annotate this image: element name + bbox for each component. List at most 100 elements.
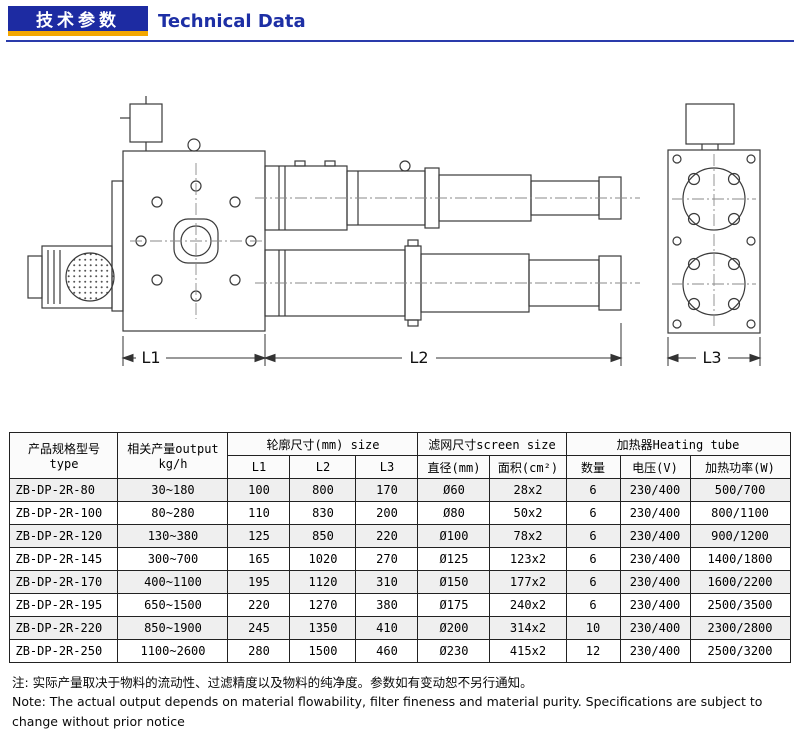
cell-l1: 245 [227, 616, 291, 640]
table-header: 产品规格型号 type 相关产量output kg/h 轮廓尺寸(mm) siz… [9, 432, 791, 479]
cell-type: ZB-DP-2R-195 [9, 593, 119, 617]
cell-diameter: Ø80 [417, 501, 491, 525]
cell-l3: 460 [355, 639, 419, 663]
cell-diameter: Ø125 [417, 547, 491, 571]
cell-area: 50x2 [489, 501, 567, 525]
cell-l1: 125 [227, 524, 291, 548]
cell-qty: 6 [565, 570, 621, 594]
col-header-output-unit: kg/h [158, 457, 188, 471]
cell-voltage: 230/400 [619, 501, 691, 525]
cell-area: 78x2 [489, 524, 567, 548]
cell-voltage: 230/400 [619, 547, 691, 571]
cell-qty: 6 [565, 501, 621, 525]
col-header-type-cn: 产品规格型号 [27, 442, 100, 456]
cell-power: 1600/2200 [689, 570, 791, 594]
dimension-lines [121, 323, 762, 366]
cell-l2: 800 [289, 478, 357, 502]
technical-drawing: L1 L2 L3 [0, 48, 800, 424]
drive-motor [27, 180, 124, 312]
cell-diameter: Ø60 [417, 478, 491, 502]
cell-l3: 270 [355, 547, 419, 571]
cell-voltage: 230/400 [619, 570, 691, 594]
cell-power: 500/700 [689, 478, 791, 502]
col-header-area: 面积(cm²) [489, 455, 567, 479]
cell-diameter: Ø230 [417, 639, 491, 663]
cell-area: 177x2 [489, 570, 567, 594]
cell-l1: 100 [227, 478, 291, 502]
cell-voltage: 230/400 [619, 524, 691, 548]
col-header-type: 产品规格型号 type [9, 432, 119, 479]
col-header-voltage: 电压(V) [619, 455, 691, 479]
cell-l2: 1270 [289, 593, 357, 617]
cell-type: ZB-DP-2R-250 [9, 639, 119, 663]
cell-type: ZB-DP-2R-120 [9, 524, 119, 548]
cell-l2: 1350 [289, 616, 357, 640]
cell-type: ZB-DP-2R-170 [9, 570, 119, 594]
cell-l3: 380 [355, 593, 419, 617]
col-header-l2: L2 [289, 455, 357, 479]
title-badge: 技术参数 [8, 6, 148, 36]
col-header-l1: L1 [227, 455, 291, 479]
cell-voltage: 230/400 [619, 616, 691, 640]
cell-output: 850~1900 [117, 616, 229, 640]
note-cn: 注: 实际产量取决于物料的流动性、过滤精度以及物料的纯净度。参数如有变动恕不另行… [12, 675, 533, 690]
page-header: 技术参数 Technical Data [0, 0, 800, 48]
upper-cylinder [264, 160, 622, 231]
cell-output: 30~180 [117, 478, 229, 502]
cell-power: 2300/2800 [689, 616, 791, 640]
cell-qty: 6 [565, 524, 621, 548]
cell-area: 314x2 [489, 616, 567, 640]
cell-l2: 830 [289, 501, 357, 525]
col-group-screen: 滤网尺寸screen size [417, 432, 567, 456]
cell-output: 300~700 [117, 547, 229, 571]
cell-voltage: 230/400 [619, 593, 691, 617]
cell-l1: 280 [227, 639, 291, 663]
col-header-power: 加热功率(W) [689, 455, 791, 479]
dim-label-l1: L1 [141, 348, 160, 367]
col-group-heating: 加热器Heating tube [565, 432, 791, 456]
cell-qty: 12 [565, 639, 621, 663]
dim-label-l2: L2 [409, 348, 428, 367]
cell-area: 415x2 [489, 639, 567, 663]
cell-area: 240x2 [489, 593, 567, 617]
cell-area: 123x2 [489, 547, 567, 571]
cell-type: ZB-DP-2R-145 [9, 547, 119, 571]
cell-l2: 850 [289, 524, 357, 548]
cell-l3: 410 [355, 616, 419, 640]
cell-l1: 165 [227, 547, 291, 571]
end-view [667, 103, 761, 334]
cell-output: 130~380 [117, 524, 229, 548]
col-header-output: 相关产量output kg/h [117, 432, 229, 479]
dim-label-l3: L3 [702, 348, 721, 367]
cell-diameter: Ø200 [417, 616, 491, 640]
cell-qty: 6 [565, 593, 621, 617]
cell-type: ZB-DP-2R-80 [9, 478, 119, 502]
cell-voltage: 230/400 [619, 478, 691, 502]
cell-area: 28x2 [489, 478, 567, 502]
col-header-qty: 数量 [565, 455, 621, 479]
cell-qty: 6 [565, 547, 621, 571]
lifting-eye-icon [187, 138, 201, 152]
cell-type: ZB-DP-2R-100 [9, 501, 119, 525]
technical-drawing-svg: L1 L2 L3 [27, 96, 762, 367]
cell-output: 80~280 [117, 501, 229, 525]
col-group-size: 轮廓尺寸(mm) size [227, 432, 419, 456]
title-en-text: Technical Data [158, 11, 306, 32]
cell-voltage: 230/400 [619, 639, 691, 663]
junction-box [120, 96, 163, 151]
cell-l2: 1020 [289, 547, 357, 571]
cell-output: 400~1100 [117, 570, 229, 594]
col-header-output-cn: 相关产量output [127, 442, 219, 456]
cell-output: 650~1500 [117, 593, 229, 617]
cell-l2: 1120 [289, 570, 357, 594]
col-header-diameter: 直径(mm) [417, 455, 491, 479]
centerlines [130, 154, 756, 329]
cell-power: 1400/1800 [689, 547, 791, 571]
cell-type: ZB-DP-2R-220 [9, 616, 119, 640]
